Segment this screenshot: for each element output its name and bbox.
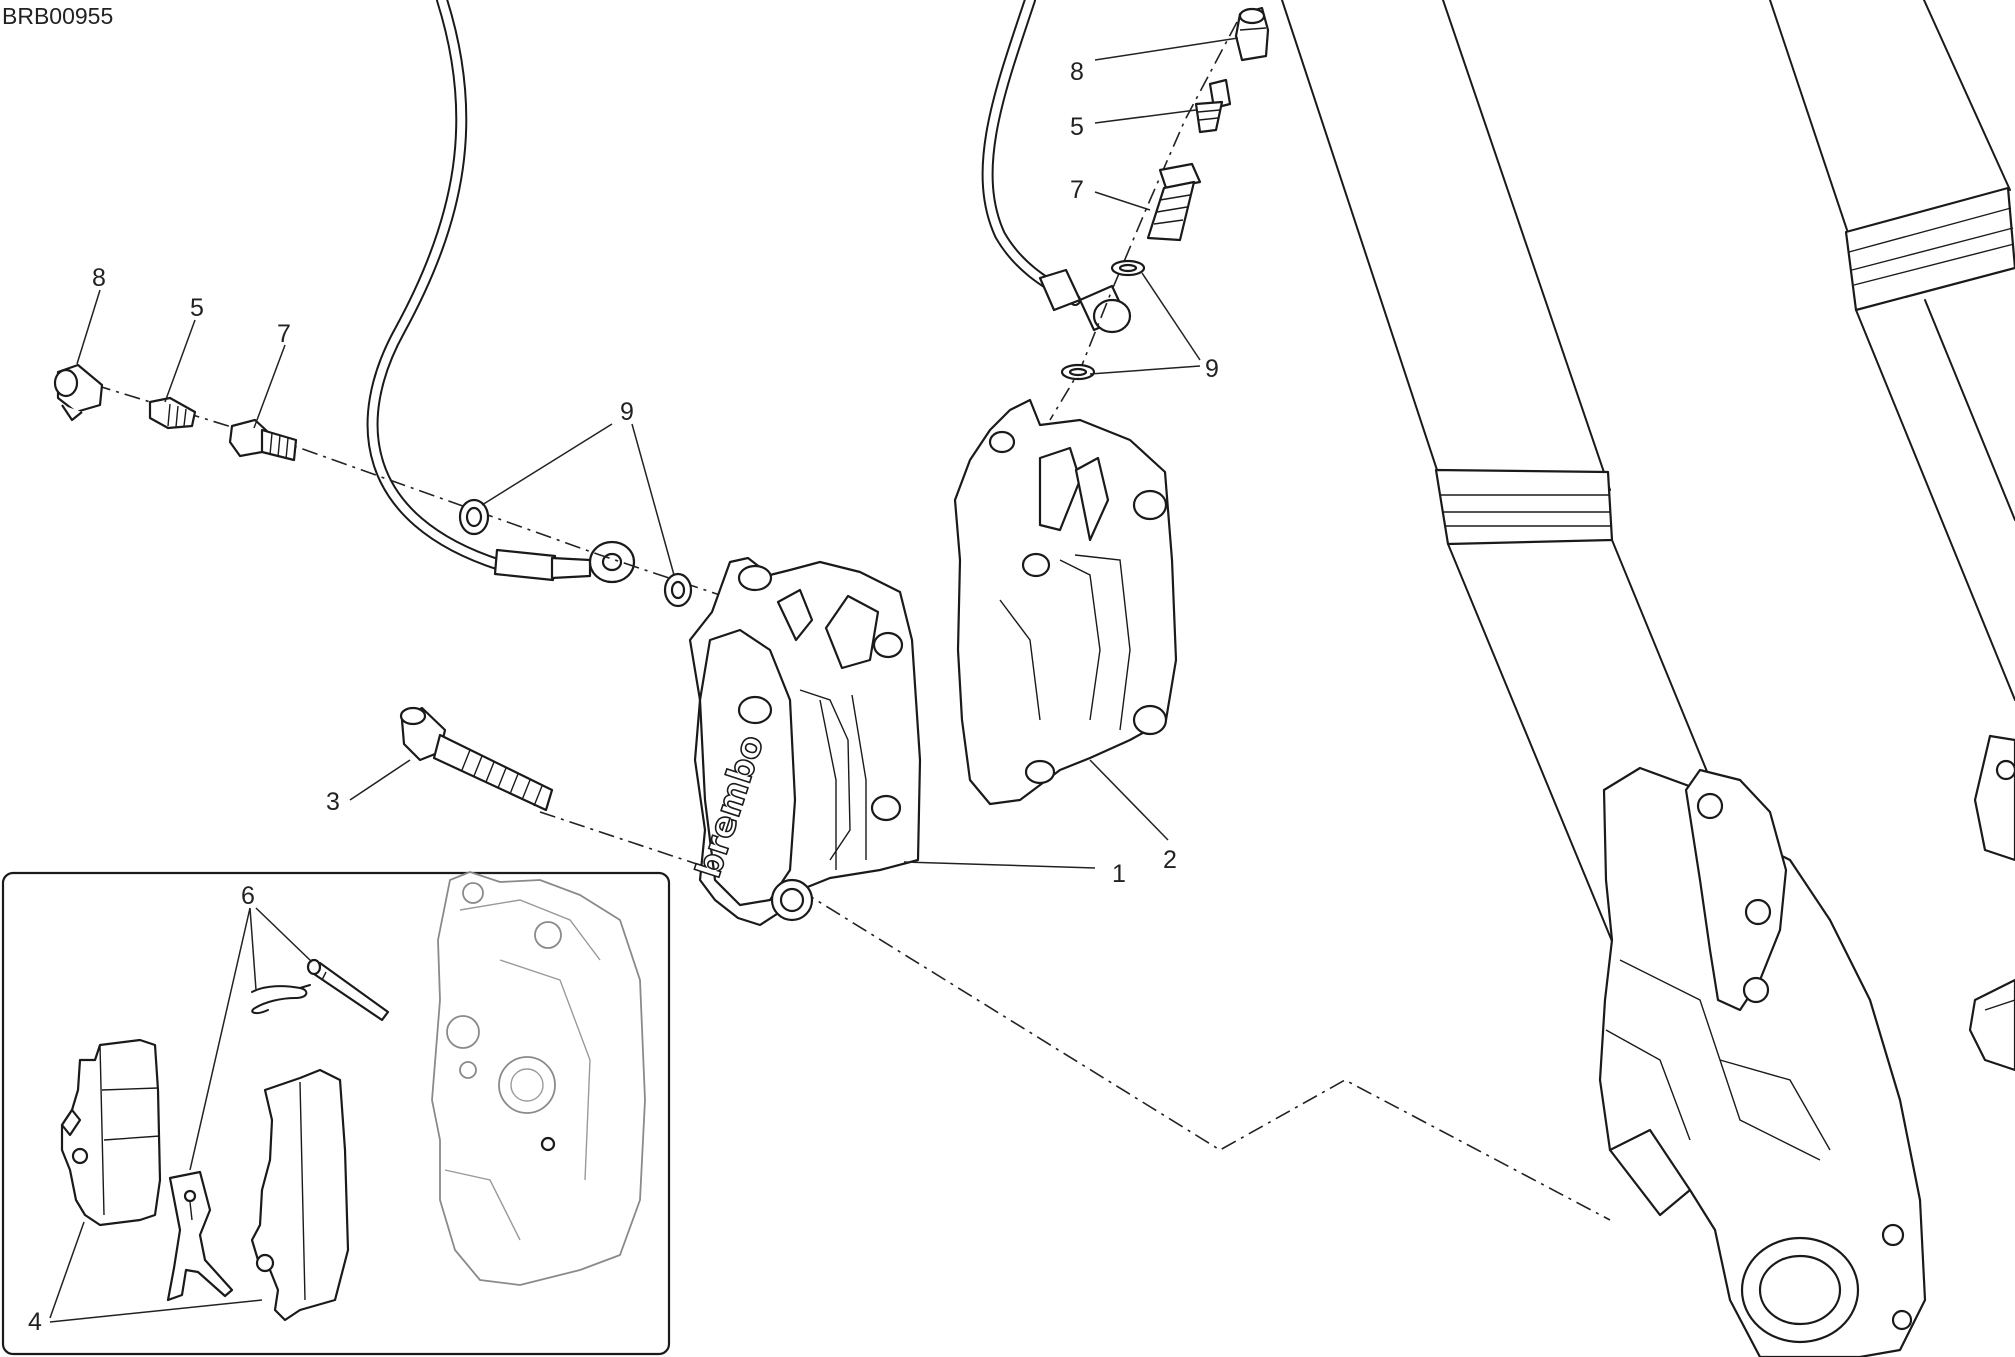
- bleeder-screw-right: [1194, 78, 1232, 134]
- callout-left-cap: 8: [92, 264, 106, 292]
- callout-numbers: 8 5 7 9 3 1 2 8 5 7 9 6 4: [28, 58, 1219, 1336]
- diagram-code: BRB00955: [2, 3, 113, 29]
- fork-leg-right: [1769, 0, 2015, 701]
- callout-right-washers: 9: [1205, 355, 1219, 383]
- pad-pin: [306, 958, 390, 1022]
- bleeder-screw-left: [148, 396, 197, 430]
- callout-caliper-left: 1: [1112, 860, 1126, 888]
- brake-hose-right: [981, 0, 1132, 334]
- brake-hose-left: [366, 0, 636, 584]
- callout-left-washers: 9: [620, 398, 634, 426]
- pads-inset: [1, 871, 671, 1356]
- banjo-bolt-right: [1146, 162, 1202, 242]
- callout-pin-clip: 6: [241, 882, 255, 910]
- fork-foot: [1598, 766, 1927, 1357]
- sealing-washer-right-a: [1110, 259, 1146, 277]
- bleeder-cap-left: [53, 363, 104, 422]
- sealing-washer-right-b: [1060, 363, 1096, 381]
- sealing-washer-left-b: [663, 572, 693, 608]
- caliper-mounting-bolt: [399, 706, 554, 812]
- fork-foot-right-fragment: [1968, 734, 2015, 1072]
- front-fork: [1281, 0, 2015, 1357]
- callout-pads: 4: [28, 1308, 42, 1336]
- brake-caliper-left: brembo: [688, 556, 922, 927]
- callout-right-banjo: 7: [1070, 176, 1084, 204]
- sealing-washer-left-a: [458, 498, 490, 536]
- callout-bolt: 3: [326, 788, 340, 816]
- brake-caliper-right: [953, 398, 1178, 806]
- pad-retaining-spring: [166, 1170, 234, 1302]
- bleeder-cap-right: [1234, 6, 1270, 62]
- leader-lines: [49, 37, 1239, 1323]
- callout-right-cap: 8: [1070, 58, 1084, 86]
- r-clip: [251, 984, 311, 1015]
- callout-left-bleeder: 5: [190, 294, 204, 322]
- caliper-ghost: [431, 871, 646, 1286]
- callout-left-banjo: 7: [277, 320, 291, 348]
- brake-pad-left: [60, 1038, 162, 1227]
- brake-pad-right: [250, 1068, 350, 1322]
- banjo-bolt-left: [228, 418, 298, 462]
- callout-right-bleeder: 5: [1070, 113, 1084, 141]
- callout-caliper-right: 2: [1163, 846, 1177, 874]
